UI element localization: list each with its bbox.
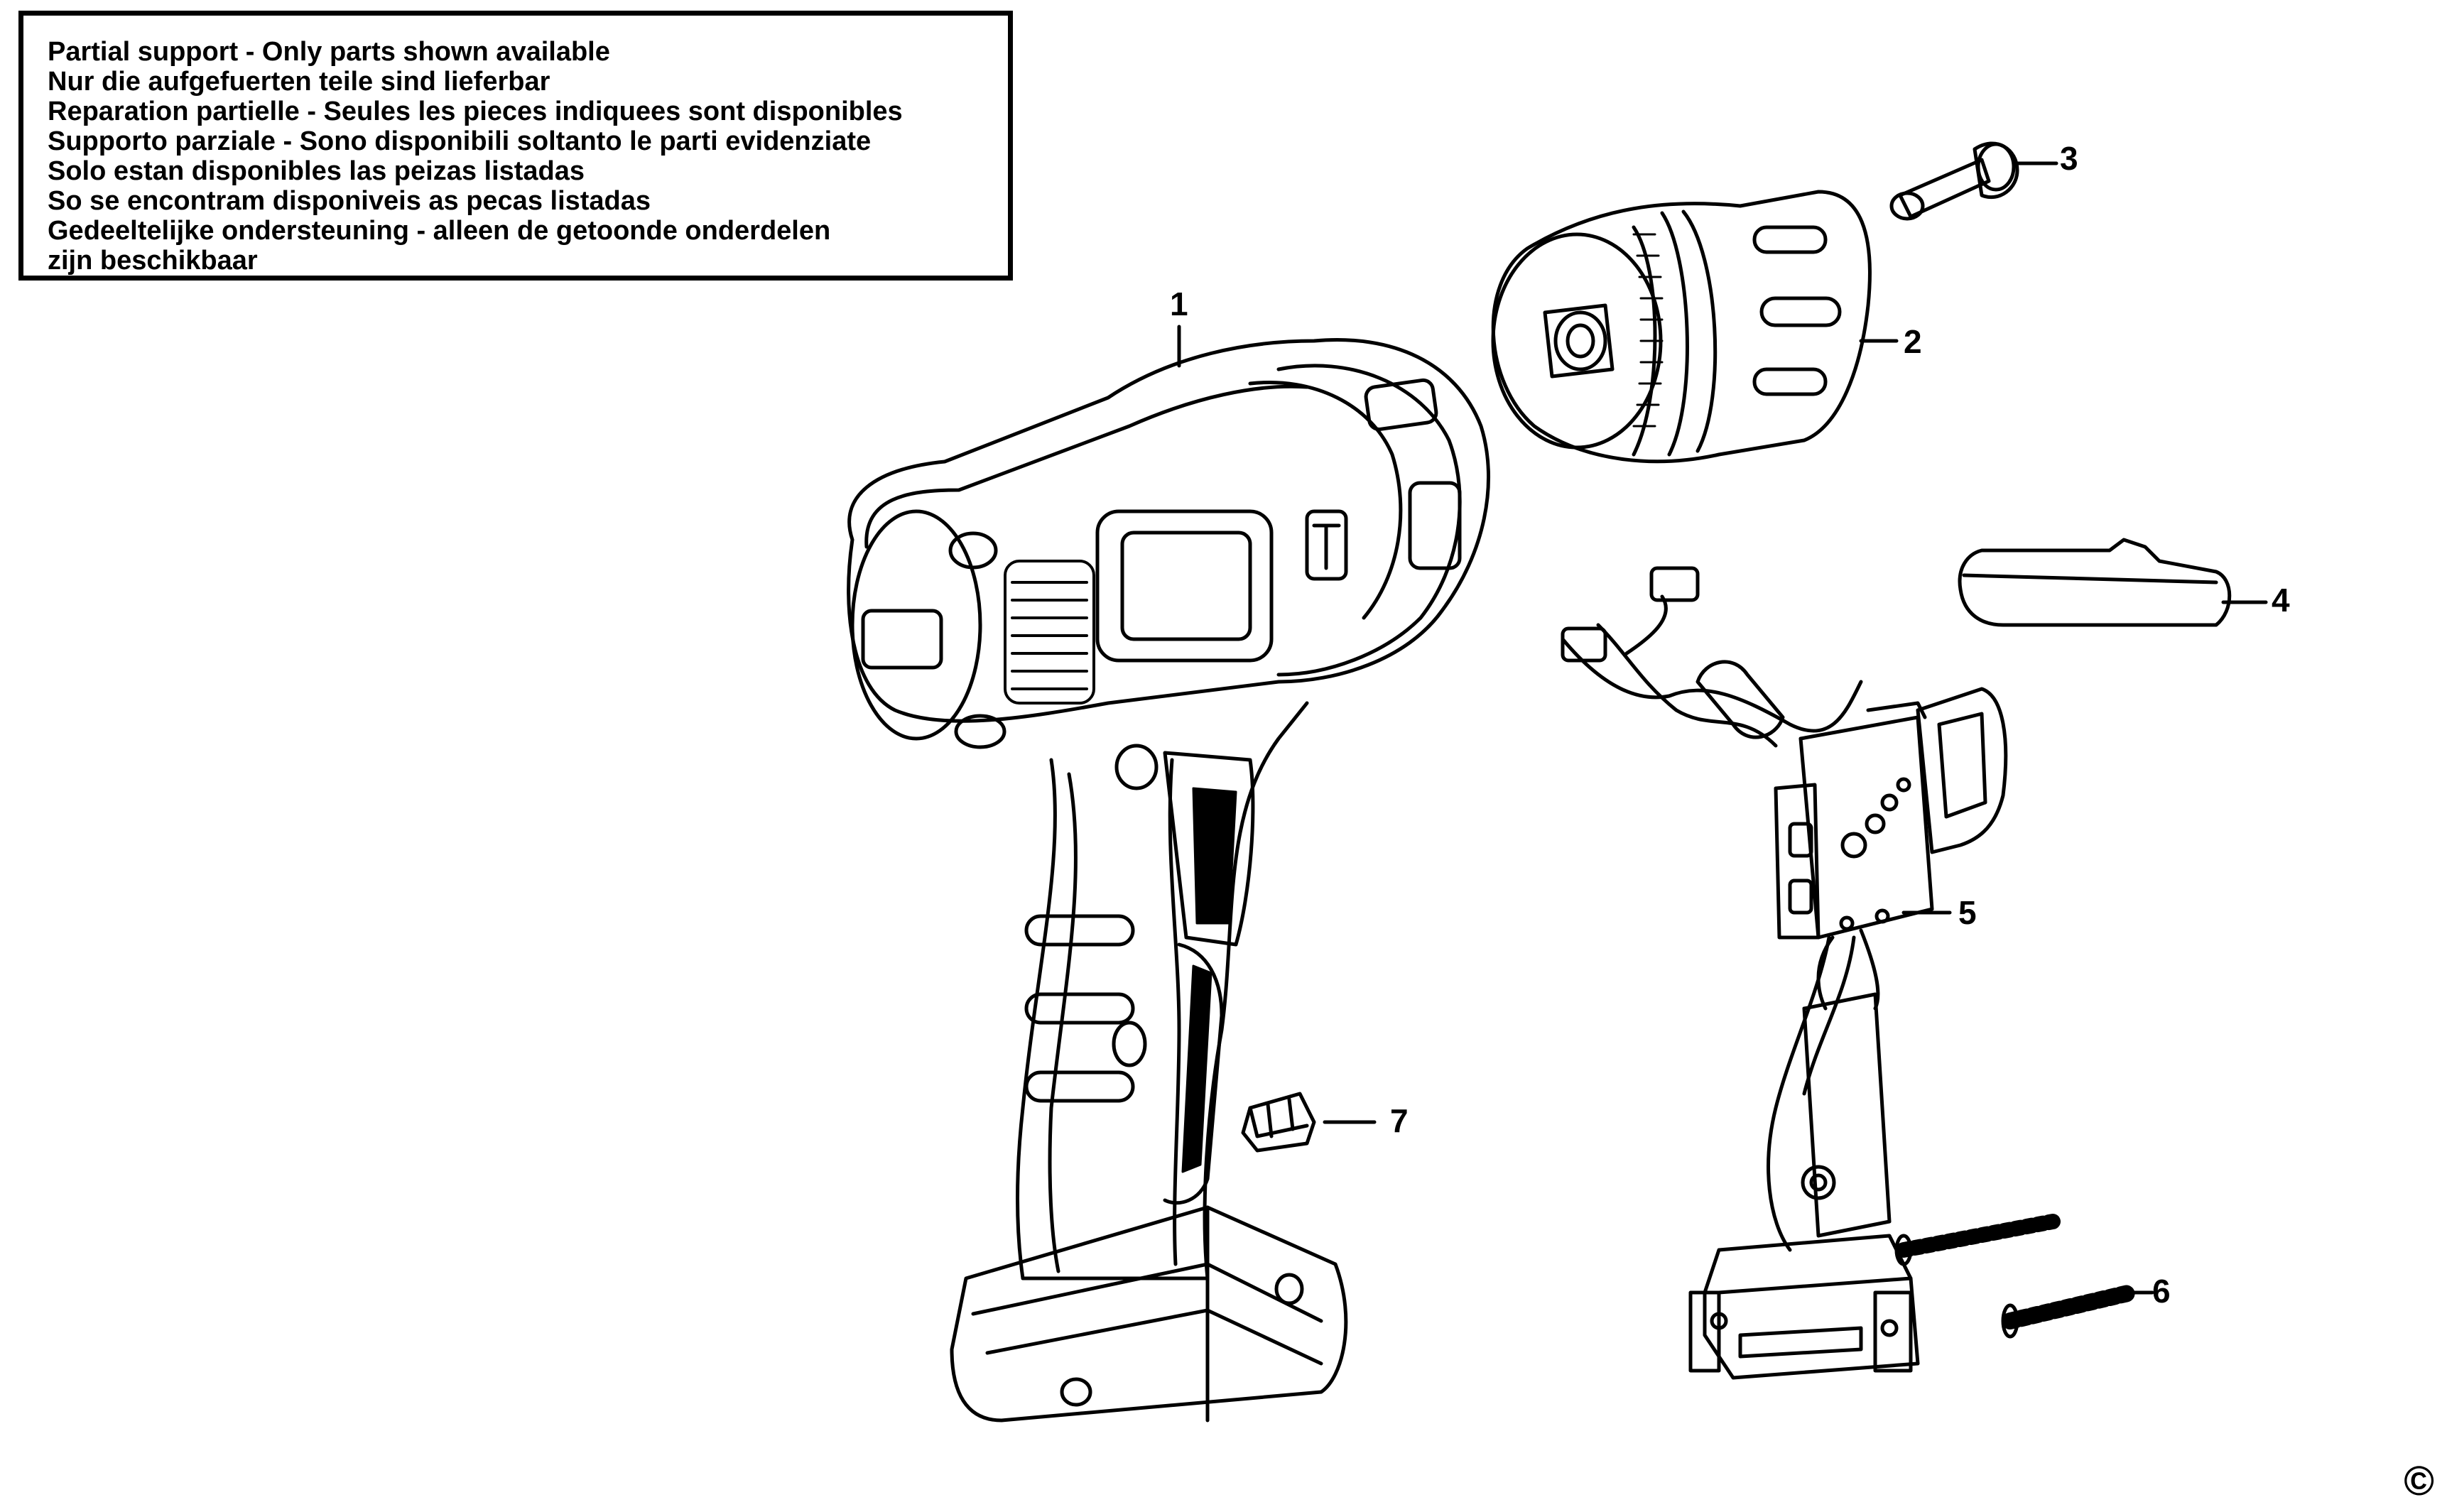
callout-part-7: 7 bbox=[1390, 1102, 1409, 1139]
switch-assembly-icon bbox=[1561, 566, 2008, 1380]
clip-icon bbox=[1241, 1092, 1316, 1153]
notice-line: Gedeeltelijke ondersteuning - alleen de … bbox=[48, 216, 831, 246]
notice-line: Nur die aufgefuerten teile sind lieferba… bbox=[48, 67, 550, 97]
notice-line: Partial support - Only parts shown avail… bbox=[48, 37, 610, 67]
partial-support-notice: Partial support - Only parts shown avail… bbox=[18, 11, 1013, 281]
drill-housing-icon bbox=[847, 338, 1491, 1423]
chuck-icon bbox=[1491, 190, 1872, 464]
notice-line: Supporto parziale - Sono disponibili sol… bbox=[48, 126, 872, 156]
callout-part-1: 1 bbox=[1170, 285, 1188, 322]
notice-line: Reparation partielle - Seules les pieces… bbox=[48, 97, 903, 126]
notice-line: zijn beschikbaar bbox=[48, 246, 258, 276]
callout-leaders bbox=[1177, 161, 2268, 1295]
callout-part-4: 4 bbox=[2272, 582, 2290, 619]
callout-part-3: 3 bbox=[2060, 140, 2078, 177]
callout-part-5: 5 bbox=[1958, 894, 1977, 931]
callout-part-2: 2 bbox=[1904, 323, 1922, 360]
notice-line: So se encontram disponiveis as pecas lis… bbox=[48, 186, 651, 216]
callout-part-6: 6 bbox=[2152, 1273, 2171, 1310]
screw-icon bbox=[1889, 141, 2019, 221]
battery-latch-icon bbox=[1958, 538, 2232, 627]
spring-icon bbox=[1894, 1214, 2139, 1339]
copyright-symbol: © bbox=[2404, 1458, 2434, 1504]
notice-line: Solo estan disponibles las peizas listad… bbox=[48, 156, 585, 186]
